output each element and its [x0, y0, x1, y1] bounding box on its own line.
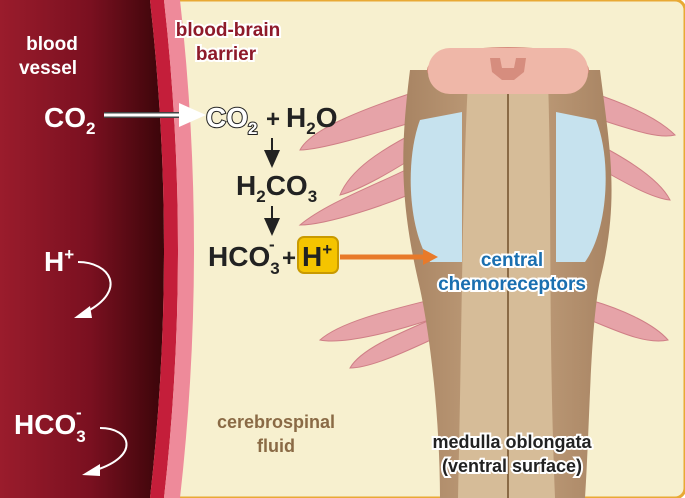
chemo-label-1: central	[481, 250, 543, 271]
plus-1: +	[266, 106, 280, 133]
medulla-label-1: medulla oblongata	[432, 432, 592, 452]
csf-label-2: fluid	[257, 436, 295, 456]
cord-gray-matter	[490, 58, 526, 80]
h2co3: H2CO3	[236, 170, 317, 206]
plus-2: +	[282, 245, 296, 272]
csf-label-1: cerebrospinal	[217, 412, 335, 432]
h-ion-csf: H+	[302, 240, 332, 272]
chemo-label-group: central chemoreceptors	[436, 248, 588, 297]
medulla-pyramids	[458, 80, 555, 498]
hco3-csf: HCO3	[208, 241, 280, 278]
blood-vessel	[0, 0, 164, 498]
h-ion-blood: H+	[44, 245, 74, 277]
co2-blood: CO2	[44, 102, 95, 138]
medulla-label-2: (ventral surface)	[442, 456, 582, 476]
hco3-blood-charge: -	[76, 403, 82, 422]
medulla-label-group: medulla oblongata (ventral surface)	[430, 430, 594, 478]
chemoreceptor-left	[410, 112, 462, 262]
h-blood-curve-arrow	[77, 261, 112, 313]
co2-csf: CO2	[206, 102, 257, 138]
h2o: H2O	[286, 102, 337, 138]
h-blood-arrowhead	[74, 306, 92, 318]
chemoreceptor-right	[556, 112, 606, 262]
bbb-label-2: barrier	[196, 44, 257, 65]
hco3-blood-arrowhead	[82, 464, 100, 476]
nerve-roots	[298, 91, 676, 369]
blood-vessel-label-2: vessel	[19, 58, 77, 79]
blood-vessel-label-1: blood	[26, 34, 78, 55]
barrier-dark-band	[150, 0, 178, 498]
h-to-chemoreceptor-arrowhead	[423, 249, 438, 265]
hco3-blood-curve-arrow	[95, 427, 128, 471]
bbb-label-group: blood-brain barrier	[174, 18, 282, 67]
bbb-label-1: blood-brain	[176, 20, 280, 41]
chemo-label-2: chemoreceptors	[438, 274, 586, 295]
hco3-csf-charge: -	[269, 235, 275, 254]
h-ion-highlight	[297, 236, 339, 274]
hco3-blood: HCO3	[14, 409, 86, 446]
